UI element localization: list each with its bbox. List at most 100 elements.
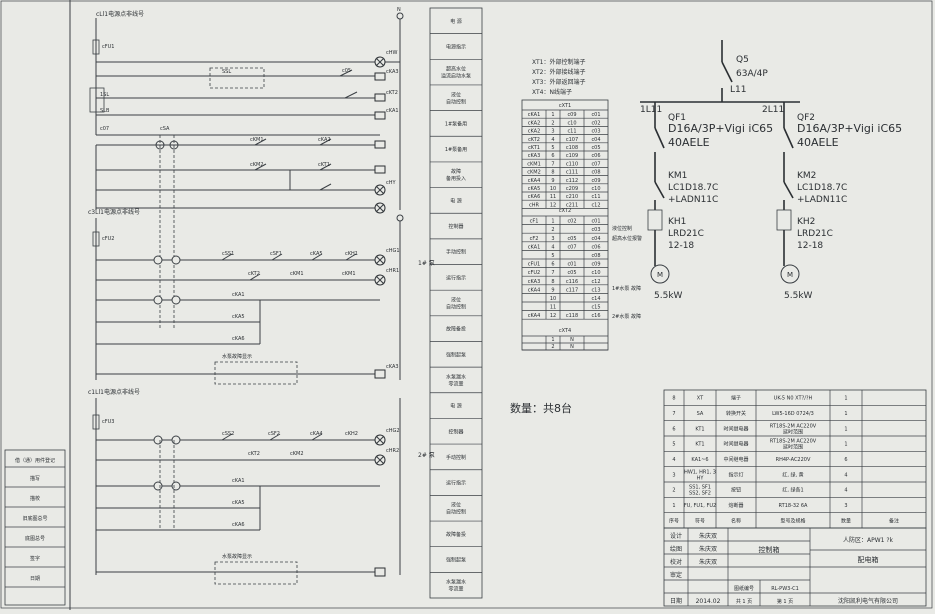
svg-text:+LADN11C: +LADN11C xyxy=(668,195,718,205)
bom-cell: 3 xyxy=(844,503,847,509)
svg-text:5.5kW: 5.5kW xyxy=(654,291,683,301)
svg-text:朱庆双: 朱庆双 xyxy=(699,558,717,566)
svg-text:L11: L11 xyxy=(730,85,746,95)
bom-cell: 红, 绿, 黄 xyxy=(782,471,803,478)
svg-text:12-18: 12-18 xyxy=(668,241,694,251)
fault-display-box xyxy=(214,561,298,585)
terminal-cell: cF2 xyxy=(530,236,539,242)
terminal-cell: c209 xyxy=(566,186,578,192)
bom-cell: 时间继电器 xyxy=(723,425,748,432)
terminal-cell: c112 xyxy=(566,178,578,184)
terminal-cell: 5 xyxy=(551,145,554,151)
motor-2 xyxy=(780,264,800,284)
svg-text:人防区：APW1 ?k: 人防区：APW1 ?k xyxy=(843,536,894,544)
svg-text:cKT1: cKT1 xyxy=(318,162,330,168)
strip-label: 底图总号 xyxy=(25,535,45,542)
terminal-cell: c12 xyxy=(591,279,600,285)
strip-label: 日期 xyxy=(30,576,40,582)
function-item: 溢流启动水泵 xyxy=(441,73,471,80)
strip-label: 旧底图总号 xyxy=(22,515,47,522)
bom-cell: 熔断器 xyxy=(728,502,743,509)
svg-text:RL-PW3-C1: RL-PW3-C1 xyxy=(771,586,799,592)
control-schematic: cLl1电源点非线号 N cFU1 SSL 1SL SLB c07 c05 cH… xyxy=(88,7,404,585)
bom-cell: XT xyxy=(697,396,704,402)
svg-text:cHG2: cHG2 xyxy=(386,428,400,434)
side-mark: 1# 泵 xyxy=(418,260,435,267)
bom-cell: 6 xyxy=(672,426,675,432)
terminal-cell: c116 xyxy=(566,279,578,285)
bom-cell: KA1~6 xyxy=(691,457,708,463)
bom-cell: SS1, SF1 xyxy=(689,485,711,491)
terminal-cell: cKA3 xyxy=(528,153,541,159)
terminal-cell: 9 xyxy=(551,287,554,293)
terminal-cell: c08 xyxy=(591,170,600,176)
svg-text:cSS1: cSS1 xyxy=(222,251,234,257)
svg-text:cKA1: cKA1 xyxy=(232,292,245,298)
svg-text:cKA2: cKA2 xyxy=(318,137,331,143)
bom-cell: 中间继电器 xyxy=(723,456,748,463)
svg-text:cKM2: cKM2 xyxy=(290,451,304,457)
bom-cell: UK-5 N0 XT?/?H xyxy=(774,396,813,402)
terminal-cell: 10 xyxy=(550,296,556,302)
terminal-cell: N xyxy=(570,344,574,350)
function-item: 自动控制 xyxy=(446,304,466,311)
svg-text:cFU2: cFU2 xyxy=(102,236,114,242)
legend-line: XT3：外部返回端子 xyxy=(532,78,586,86)
svg-text:朱庆双: 朱庆双 xyxy=(699,545,717,553)
svg-text:12-18: 12-18 xyxy=(797,241,823,251)
bom-cell: 延时范围 xyxy=(783,444,803,451)
svg-text:设计: 设计 xyxy=(670,532,682,540)
terminal-cell: 7 xyxy=(551,161,554,167)
svg-text:日期: 日期 xyxy=(670,597,682,605)
function-item: 自动控制 xyxy=(446,509,466,516)
function-item: 自动控制 xyxy=(446,98,466,105)
bom-cell: 端子 xyxy=(731,395,741,402)
terminal-cell: c109 xyxy=(566,153,578,159)
terminal-cell: cKA1 xyxy=(528,112,541,118)
lamp-hy: cHY xyxy=(374,180,397,196)
svg-text:cKA6: cKA6 xyxy=(232,336,245,342)
bom-cell: RT18S-2M AC220V xyxy=(770,423,817,429)
terminal-cell: cKA4 xyxy=(528,287,541,293)
lamp-h2: cHR1 xyxy=(374,268,399,286)
function-item: 1#泵备用 xyxy=(445,146,467,153)
function-item: 水泵漏水 xyxy=(446,373,466,380)
svg-text:cFU3: cFU3 xyxy=(102,419,114,425)
terminal-cell: 9 xyxy=(551,178,554,184)
wire-label: cFU1 xyxy=(102,44,114,50)
legend-line: XT4：N线端子 xyxy=(532,88,572,96)
function-column: 电 源电源指示超高水位溢流启动水泵液位自动控制1#泵备用1#泵备用故障备用投入电… xyxy=(418,7,483,599)
terminal-cell: c10 xyxy=(591,270,600,276)
bom-cell: LW5-16D 0724/3 xyxy=(772,411,814,417)
strip-label: 签字 xyxy=(30,555,40,562)
section-title: c1Ll1电源点非线号 xyxy=(88,388,140,396)
terminal-cell: c02 xyxy=(591,120,600,126)
svg-text:cKA5: cKA5 xyxy=(232,314,245,320)
svg-text:2014.02: 2014.02 xyxy=(696,598,721,605)
function-item: 手动控制 xyxy=(446,454,466,461)
bom-cell: 1 xyxy=(844,426,847,432)
terminal-cell: 12 xyxy=(550,313,556,319)
function-item: 零流量 xyxy=(448,380,463,387)
svg-text:cKA5: cKA5 xyxy=(310,251,323,257)
terminal-cell: cKM1 xyxy=(527,161,541,167)
svg-text:cHR2: cHR2 xyxy=(386,448,399,454)
bom-cell: RH4P-AC220V xyxy=(776,457,811,463)
svg-text:cKA3: cKA3 xyxy=(386,69,399,75)
terminal-cell: 2 xyxy=(551,120,554,126)
bom-cell: 4 xyxy=(844,488,847,494)
terminal-cell: c05 xyxy=(567,270,576,276)
terminal-cell: c01 xyxy=(591,219,600,225)
svg-text:QF1: QF1 xyxy=(668,113,686,123)
bom-header-cell: 序号 xyxy=(669,517,679,524)
terminal-cell: 8 xyxy=(551,279,554,285)
wire-label: SSL xyxy=(222,69,231,75)
terminal-cell: 1 xyxy=(551,219,554,225)
terminal-cell: c117 xyxy=(566,287,578,293)
terminal-cell: c06 xyxy=(591,153,600,159)
lamp-hw: cHW xyxy=(374,50,398,68)
function-item: 控制器 xyxy=(448,428,463,435)
function-item: 控制器 xyxy=(448,223,463,230)
svg-text:cKM1: cKM1 xyxy=(250,137,264,143)
svg-text:cKH1: cKH1 xyxy=(345,251,358,257)
